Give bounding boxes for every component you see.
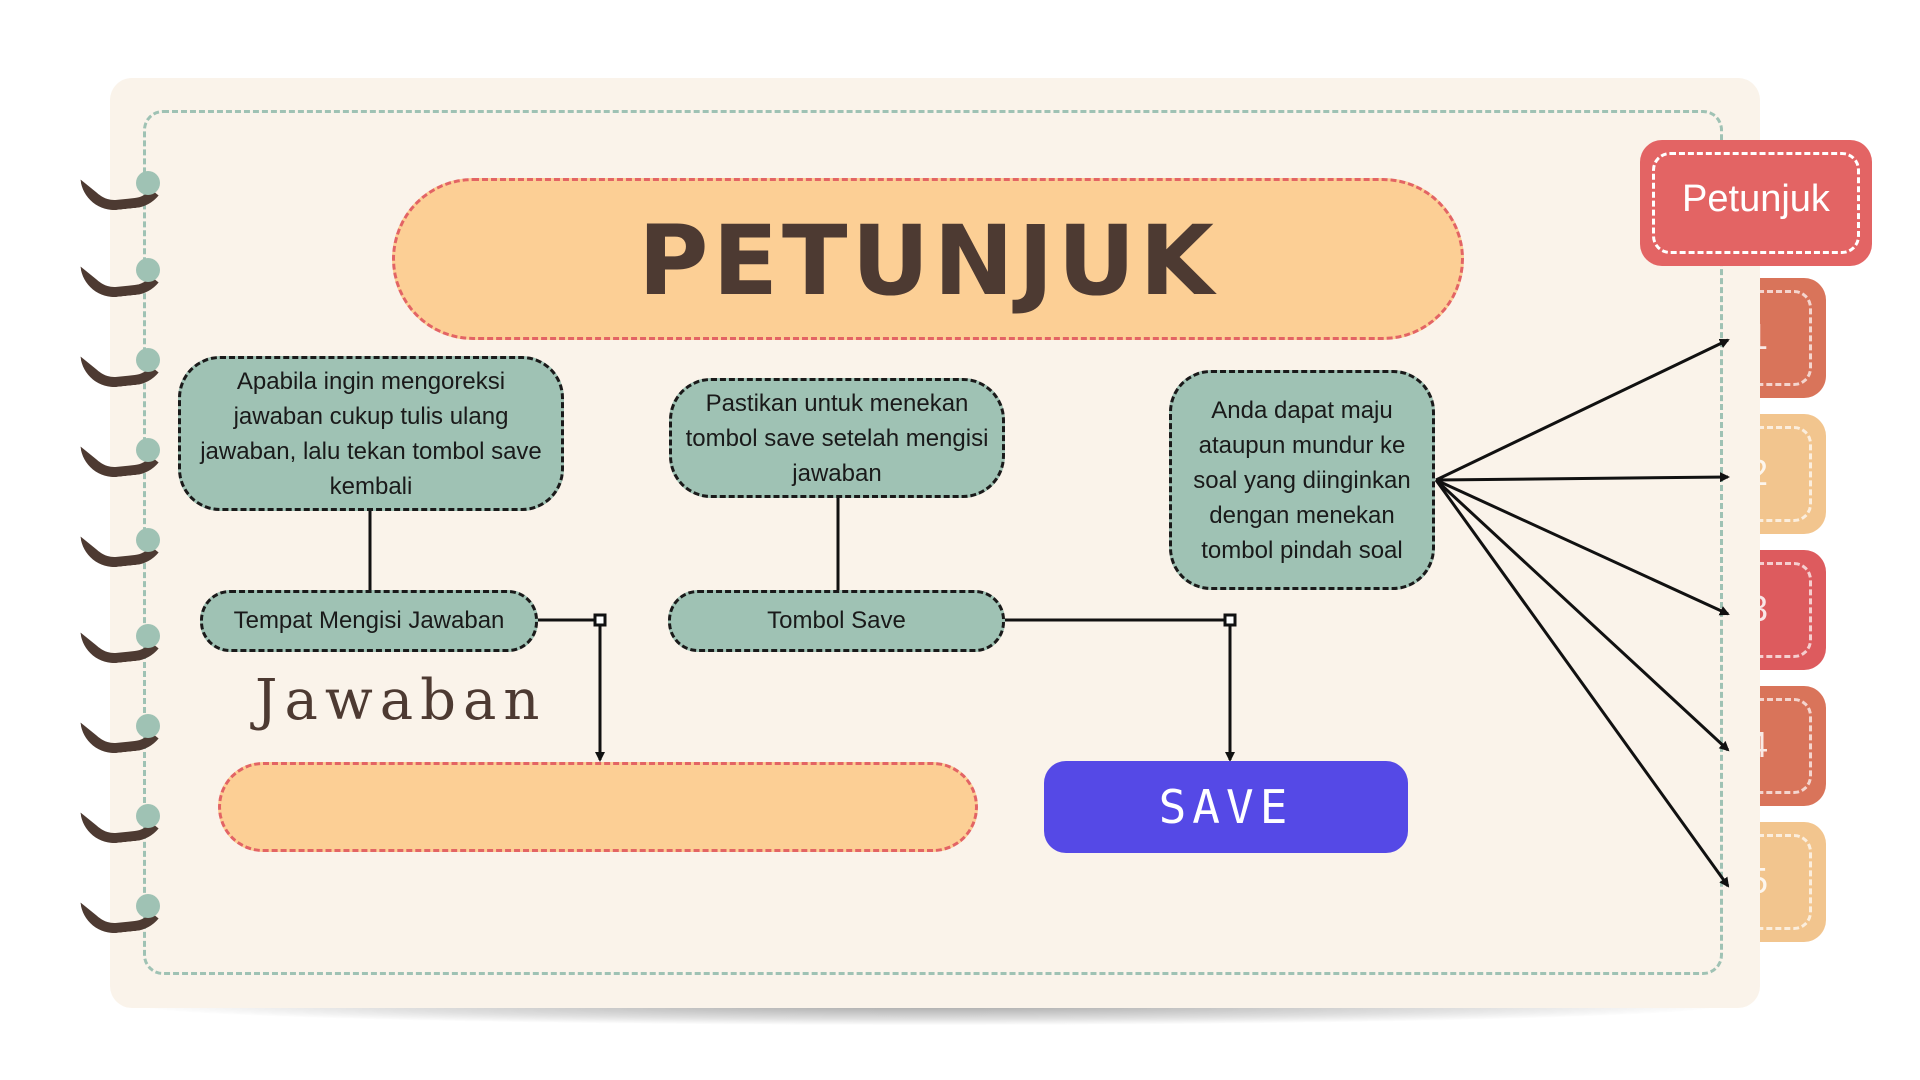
nav-arrow <box>1435 478 1730 616</box>
label-save-button: Tombol Save <box>668 590 1005 652</box>
note-save-reminder: Pastikan untuk menekan tombol save setel… <box>669 378 1005 498</box>
nav-arrow <box>1435 338 1730 482</box>
spiral-ring-icon <box>80 623 192 718</box>
save-button[interactable]: SAVE <box>1044 761 1408 853</box>
spiral-ring-icon <box>80 713 192 808</box>
petunjuk-tab-label: Petunjuk <box>1682 178 1830 220</box>
nav-arrow <box>1434 478 1730 752</box>
spiral-ring-icon <box>80 347 192 442</box>
note-navigation-text: Anda dapat maju ataupun mundur ke soal y… <box>1193 396 1411 564</box>
spiral-ring-icon <box>80 437 192 532</box>
nav-arrow <box>1434 479 1730 888</box>
jawaban-label: Jawaban <box>255 668 547 733</box>
connector-node <box>593 613 607 627</box>
spiral-ring-icon <box>80 527 192 622</box>
title-banner <box>392 178 1464 340</box>
note-correction-text: Apabila ingin mengoreksi jawaban cukup t… <box>200 367 542 500</box>
page-title: PETUNJUK <box>638 205 1218 317</box>
label-answer-field: Tempat Mengisi Jawaban <box>200 590 538 652</box>
note-save-reminder-text: Pastikan untuk menekan tombol save setel… <box>685 389 989 487</box>
spiral-ring-icon <box>80 257 192 352</box>
spiral-ring-icon <box>80 170 192 265</box>
answer-input[interactable] <box>218 762 978 852</box>
spiral-ring-icon <box>80 803 192 898</box>
nav-arrow <box>1435 472 1730 483</box>
note-navigation: Anda dapat maju ataupun mundur ke soal y… <box>1169 370 1435 590</box>
spiral-ring-icon <box>80 893 192 988</box>
petunjuk-tab[interactable]: Petunjuk <box>1640 140 1872 266</box>
note-correction: Apabila ingin mengoreksi jawaban cukup t… <box>178 356 564 511</box>
connector-node <box>1223 613 1237 627</box>
connector-arrow <box>1004 618 1235 762</box>
